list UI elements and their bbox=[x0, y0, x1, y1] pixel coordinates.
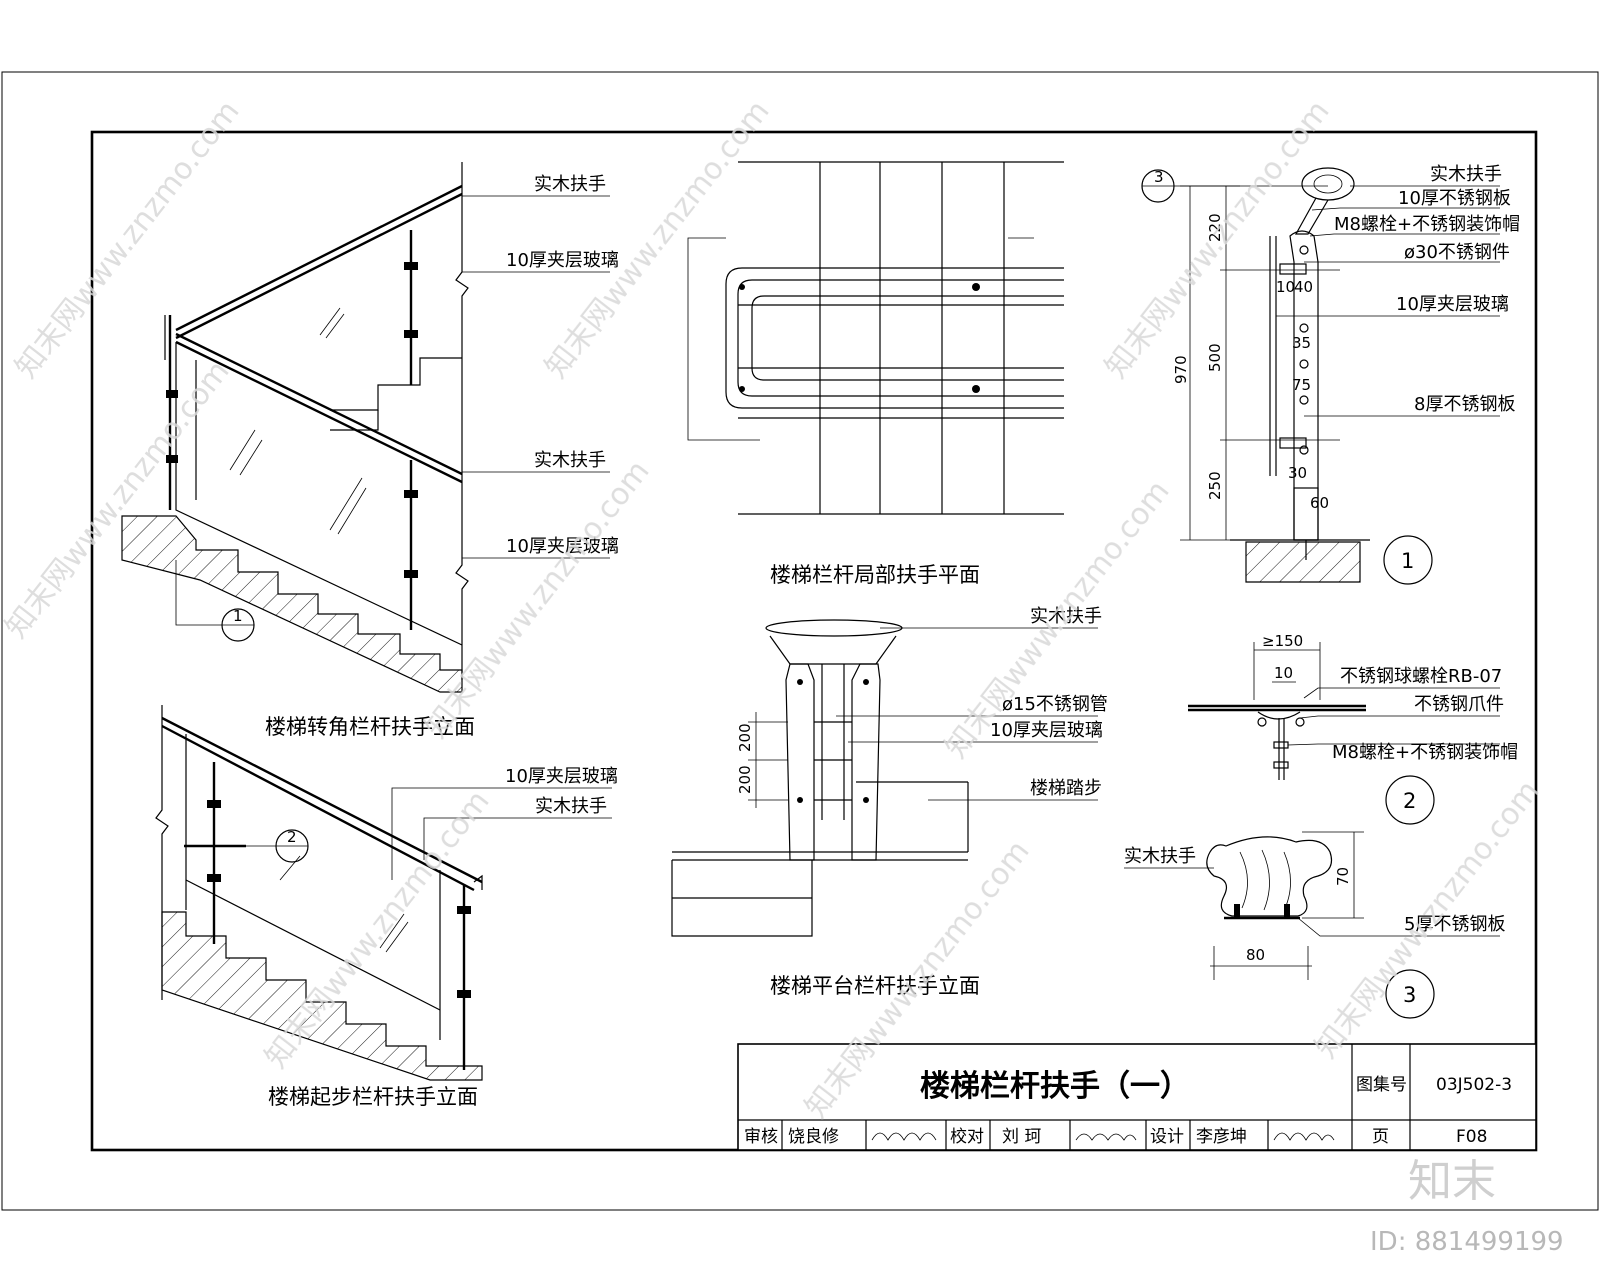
landing-label-glass: 10厚夹层玻璃 bbox=[990, 720, 1103, 741]
reviewer-name: 饶良修 bbox=[788, 1127, 839, 1147]
check-label: 校对 bbox=[950, 1127, 984, 1147]
detail1-ref-top: 3 bbox=[1154, 168, 1164, 186]
detail1-dim-35: 35 bbox=[1292, 334, 1311, 352]
review-label: 审核 bbox=[744, 1127, 778, 1147]
start-elevation-view: 10厚夹层玻璃 实木扶手 2 楼梯起步栏杆扶手立面 bbox=[155, 705, 618, 1109]
checker-signature bbox=[1075, 1133, 1137, 1141]
detail1-label-fitting: ø30不锈钢件 bbox=[1404, 242, 1510, 263]
detail-3-section: 70 80 实木扶手 5厚不锈钢板 3 bbox=[1124, 831, 1505, 1019]
watermark-3: 知末网www.znzmo.com bbox=[539, 94, 777, 385]
detail2-label-ballbolt: 不锈钢球螺栓RB-07 bbox=[1340, 666, 1502, 687]
detail2-dim-10: 10 bbox=[1274, 664, 1293, 682]
page-label: 页 bbox=[1372, 1127, 1389, 1147]
glass-clamp-fittings bbox=[166, 262, 418, 578]
detail2-dim-150: ≥150 bbox=[1262, 632, 1303, 650]
detail3-label-plate: 5厚不锈钢板 bbox=[1404, 914, 1505, 935]
paper-border bbox=[1, 71, 1599, 1211]
detail3-label-handrail: 实木扶手 bbox=[1124, 846, 1196, 867]
detail1-number: 1 bbox=[1401, 549, 1414, 573]
detail1-label-steelplate10: 10厚不锈钢板 bbox=[1398, 188, 1511, 209]
landing-dim-lower: 200 bbox=[736, 765, 754, 794]
watermark-9: 知末网www.znzmo.com bbox=[1309, 774, 1547, 1065]
start-ref-number: 2 bbox=[287, 828, 297, 846]
landing-dim-upper: 200 bbox=[736, 723, 754, 752]
handrail-plan-view: 楼梯栏杆局部扶手平面 bbox=[687, 161, 1064, 587]
atlas-number: 03J502-3 bbox=[1436, 1075, 1512, 1095]
checker-name: 刘 珂 bbox=[1002, 1127, 1041, 1147]
start-label-handrail: 实木扶手 bbox=[535, 796, 607, 817]
detail3-number: 3 bbox=[1403, 983, 1416, 1007]
detail1-dim-10: 10 bbox=[1276, 278, 1295, 296]
brand-logo-text: 知末 bbox=[1408, 1156, 1496, 1207]
detail-1-section: 3 970 220 500 250 10 40 35 7 bbox=[1141, 164, 1520, 585]
title-block-main-title: 楼梯栏杆扶手（一） bbox=[920, 1069, 1190, 1104]
corner-elevation-view: 实木扶手 10厚夹层玻璃 实木扶手 10厚夹层玻璃 1 楼梯转角栏杆扶手立面 bbox=[121, 162, 619, 739]
detail1-dim-30: 30 bbox=[1288, 464, 1307, 482]
detail1-dim-mid: 500 bbox=[1206, 343, 1224, 372]
atlas-label: 图集号 bbox=[1356, 1075, 1407, 1095]
detail1-dim-75: 75 bbox=[1292, 376, 1311, 394]
image-id-text: ID: 881499199 bbox=[1370, 1227, 1564, 1257]
title-block: 楼梯栏杆扶手（一） 图集号 03J502-3 审核 饶良修 校对 刘 珂 设计 … bbox=[737, 1043, 1537, 1151]
landing-label-handrail: 实木扶手 bbox=[1030, 606, 1102, 627]
detail-2-section: ≥150 10 不锈钢球螺栓RB-07 不锈钢爪件 M8螺栓+不锈钢装饰帽 2 bbox=[1188, 632, 1518, 825]
detail1-label-steelplate8: 8厚不锈钢板 bbox=[1414, 394, 1515, 415]
start-label-glass: 10厚夹层玻璃 bbox=[505, 766, 618, 787]
detail2-number: 2 bbox=[1403, 789, 1416, 813]
designer-signature bbox=[1273, 1132, 1335, 1141]
landing-label-step: 楼梯踏步 bbox=[1030, 778, 1102, 799]
plan-view-title: 楼梯栏杆局部扶手平面 bbox=[770, 563, 980, 587]
detail1-dim-bottom: 250 bbox=[1206, 471, 1224, 500]
detail1-dim-40: 40 bbox=[1294, 278, 1313, 296]
page-number: F08 bbox=[1456, 1127, 1487, 1147]
landing-view-title: 楼梯平台栏杆扶手立面 bbox=[770, 974, 980, 998]
detail3-dim-height: 70 bbox=[1334, 867, 1352, 886]
detail1-dim-top: 220 bbox=[1206, 213, 1224, 242]
corner-view-title: 楼梯转角栏杆扶手立面 bbox=[265, 715, 475, 739]
corner-ref-number: 1 bbox=[233, 607, 243, 625]
landing-label-tube: ø15不锈钢管 bbox=[1002, 694, 1108, 715]
corner-label-glass-1: 10厚夹层玻璃 bbox=[506, 250, 619, 271]
detail1-label-bolt: M8螺栓+不锈钢装饰帽 bbox=[1334, 214, 1520, 235]
designer-name: 李彦坤 bbox=[1196, 1127, 1247, 1147]
reviewer-signature bbox=[871, 1132, 937, 1141]
detail1-label-glass: 10厚夹层玻璃 bbox=[1396, 294, 1509, 315]
detail2-label-claw: 不锈钢爪件 bbox=[1414, 694, 1504, 715]
detail2-label-bolt: M8螺栓+不锈钢装饰帽 bbox=[1332, 742, 1518, 763]
start-view-title: 楼梯起步栏杆扶手立面 bbox=[268, 1085, 478, 1109]
watermark-1: 知末网www.znzmo.com bbox=[9, 94, 247, 385]
detail1-label-handrail: 实木扶手 bbox=[1430, 164, 1502, 185]
corner-label-glass-2: 10厚夹层玻璃 bbox=[506, 536, 619, 557]
detail3-dim-width: 80 bbox=[1246, 946, 1265, 964]
landing-elevation-view: 200 200 实木扶手 ø15不锈钢管 10厚夹层玻璃 楼梯踏步 楼梯平台栏杆… bbox=[671, 606, 1108, 998]
watermark-2: 知末网www.znzmo.com bbox=[0, 354, 237, 645]
corner-label-handrail-1: 实木扶手 bbox=[534, 174, 606, 195]
detail1-dim-60: 60 bbox=[1310, 494, 1329, 512]
detail1-dim-total: 970 bbox=[1172, 355, 1190, 384]
corner-label-handrail-2: 实木扶手 bbox=[534, 450, 606, 471]
watermark-4: 知末网www.znzmo.com bbox=[419, 454, 657, 745]
design-label: 设计 bbox=[1150, 1127, 1184, 1147]
